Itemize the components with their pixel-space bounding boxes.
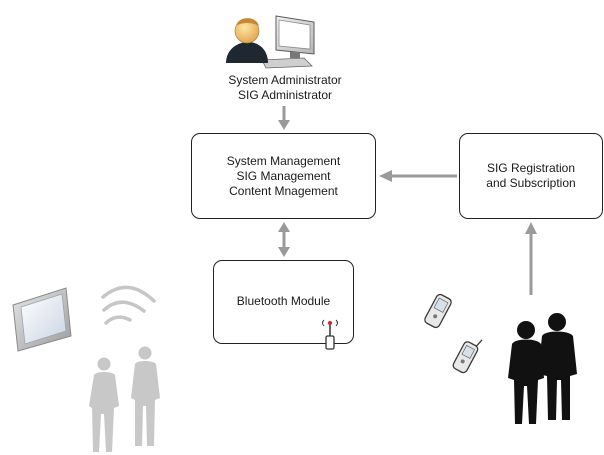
system-box-line1: System Management — [226, 153, 341, 168]
system-box-line3: Content Mnagement — [229, 183, 338, 198]
bluetooth-box-label: Bluetooth Module — [236, 294, 331, 308]
bluetooth-module-box: Bluetooth Module — [213, 260, 354, 350]
sig-registration-box: SIG Registration and Subscription — [459, 133, 603, 219]
admin-caption: System Administrator SIG Administrator — [190, 73, 380, 103]
visitors-silhouette-icon — [89, 346, 160, 452]
admin-computer-icon — [226, 15, 315, 69]
users-silhouette-icon — [508, 313, 577, 424]
arrow-sig-to-system — [379, 170, 457, 182]
arrow-users-to-sig — [525, 222, 537, 295]
mobile-phone-icon — [424, 293, 483, 374]
admin-caption-line2: SIG Administrator — [237, 88, 333, 102]
system-box-line2: SIG Management — [236, 168, 331, 183]
wall-display-icon — [12, 287, 72, 352]
sig-box-line2: and Subscription — [486, 176, 576, 190]
arrow-system-bluetooth — [278, 222, 290, 257]
arrow-admin-to-system — [278, 106, 290, 130]
wireless-signal-icon — [101, 285, 156, 325]
admin-caption-line1: System Administrator — [228, 73, 342, 87]
antenna-icon — [322, 319, 338, 350]
sig-box-line1: SIG Registration — [486, 161, 576, 175]
system-management-box: System Management SIG Management Content… — [191, 133, 376, 219]
